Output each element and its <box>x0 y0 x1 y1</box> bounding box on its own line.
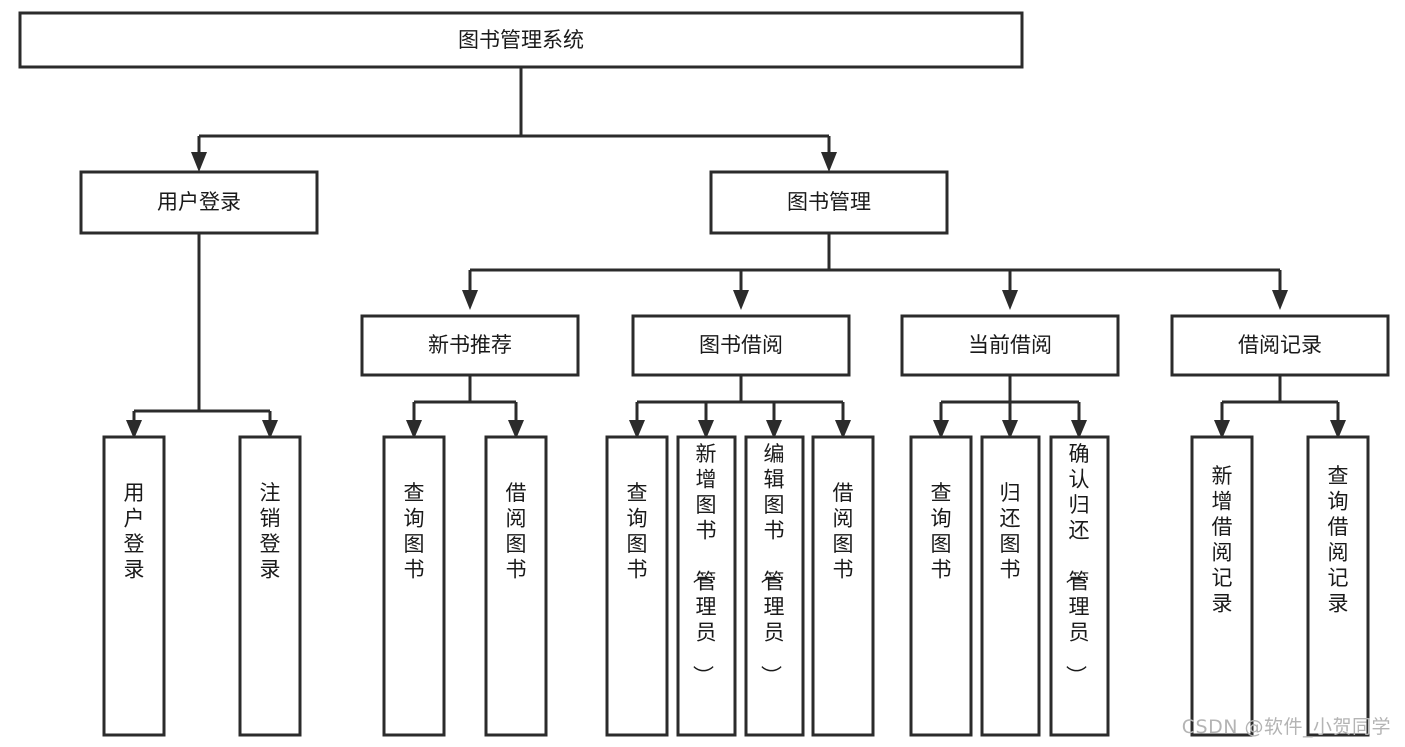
connector-layer <box>132 67 1340 424</box>
arrowhead-icon <box>629 420 645 439</box>
node-root[interactable]: 图书管理系统 <box>18 11 1024 69</box>
node-book-management-label: 图书管理 <box>787 190 871 214</box>
connector-bookborrow-to-bus <box>635 375 845 424</box>
leaf-query-book-3-label: 查询图书 <box>931 481 952 582</box>
node-book-borrow[interactable]: 图书借阅 <box>631 314 851 377</box>
arrowhead-icon <box>462 290 478 310</box>
leaf-borrow-book-1-label: 借阅图书 <box>506 481 527 582</box>
leaf-borrow-book-1-box[interactable] <box>484 435 548 737</box>
leaf-node[interactable]: 归还图书 <box>980 435 1041 737</box>
arrowhead-icon <box>933 420 949 439</box>
leaf-logout-box[interactable] <box>238 435 302 737</box>
arrowhead-icon <box>1330 420 1346 439</box>
node-new-book-recommend-box[interactable] <box>360 314 580 377</box>
node-user-login-label: 用户登录 <box>157 190 241 214</box>
connector-userlogin-to-bus <box>132 233 272 424</box>
node-borrow-record-label: 借阅记录 <box>1238 333 1322 357</box>
leaf-node[interactable]: 查询借阅记录 <box>1306 435 1370 737</box>
leaf-query-book-2-label: 查询图书 <box>627 481 648 582</box>
node-current-borrow-box[interactable] <box>900 314 1120 377</box>
leaf-node[interactable]: 确认归还（管理员） <box>1049 435 1110 737</box>
leaf-add-record-box[interactable] <box>1190 435 1254 737</box>
leaf-query-record-label: 查询借阅记录 <box>1328 464 1349 616</box>
leaf-user-login-box[interactable] <box>102 435 166 737</box>
node-new-book-recommend-label: 新书推荐 <box>428 333 512 357</box>
leaf-return-book-box[interactable] <box>980 435 1041 737</box>
leaf-node[interactable]: 借阅图书 <box>811 435 875 737</box>
node-user-login[interactable]: 用户登录 <box>79 170 319 235</box>
node-current-borrow-label: 当前借阅 <box>968 333 1052 357</box>
leaf-node[interactable]: 查询图书 <box>605 435 669 737</box>
connector-root-to-bus <box>197 67 831 158</box>
arrowhead-icon <box>1272 290 1288 310</box>
arrowhead-icon <box>1002 420 1018 439</box>
leaf-node[interactable]: 查询图书 <box>382 435 446 737</box>
node-root-label: 图书管理系统 <box>458 28 584 52</box>
arrowhead-icon <box>126 420 142 439</box>
arrowhead-icon <box>835 420 851 439</box>
node-book-management-box[interactable] <box>709 170 949 235</box>
leaf-add-book-label: 新增图书（管理员） <box>691 442 717 686</box>
leaf-query-record-box[interactable] <box>1306 435 1370 737</box>
leaf-borrow-book-2-box[interactable] <box>811 435 875 737</box>
arrowhead-icon <box>1002 290 1018 310</box>
arrowhead-icon <box>698 420 714 439</box>
node-new-book-recommend[interactable]: 新书推荐 <box>360 314 580 377</box>
leaf-node[interactable]: 查询图书 <box>909 435 973 737</box>
leaf-node[interactable]: 编辑图书（管理员） <box>744 435 805 737</box>
node-book-borrow-box[interactable] <box>631 314 851 377</box>
leaf-add-book-box[interactable] <box>676 435 737 737</box>
leaf-add-record-label: 新增借阅记录 <box>1212 464 1233 616</box>
arrowhead-icon <box>733 290 749 310</box>
leaf-query-book-1-label: 查询图书 <box>404 481 425 582</box>
arrowhead-icon <box>508 420 524 439</box>
leaf-logout-label: 注销登录 <box>260 481 281 582</box>
leaf-confirm-return-box[interactable] <box>1049 435 1110 737</box>
node-book-management[interactable]: 图书管理 <box>709 170 949 235</box>
leaf-query-book-2-box[interactable] <box>605 435 669 737</box>
arrowhead-icon <box>262 420 278 439</box>
arrowhead-icon <box>406 420 422 439</box>
leaf-node[interactable]: 新增图书（管理员） <box>676 435 737 737</box>
leaf-query-book-1-box[interactable] <box>382 435 446 737</box>
leaf-edit-book-box[interactable] <box>744 435 805 737</box>
connector-bookmgmt-to-bus <box>468 233 1282 296</box>
node-current-borrow[interactable]: 当前借阅 <box>900 314 1120 377</box>
arrowhead-layer <box>126 152 1346 439</box>
arrowhead-icon <box>821 152 837 172</box>
leaf-query-book-3-box[interactable] <box>909 435 973 737</box>
leaf-confirm-return-label: 确认归还（管理员） <box>1064 442 1090 686</box>
leaf-node[interactable]: 用户登录 <box>102 435 166 737</box>
leaf-return-book-label: 归还图书 <box>1000 481 1021 582</box>
arrowhead-icon <box>766 420 782 439</box>
csdn-watermark: CSDN @软件_小贺同学 <box>1181 716 1391 738</box>
connector-currentborrow-to-bus <box>939 375 1081 424</box>
arrowhead-icon <box>1071 420 1087 439</box>
arrowhead-icon <box>191 152 207 172</box>
leaf-edit-book-label: 编辑图书（管理员） <box>759 442 785 686</box>
leaf-node[interactable]: 注销登录 <box>238 435 302 737</box>
leaf-node[interactable]: 新增借阅记录 <box>1190 435 1254 737</box>
leaf-node[interactable]: 借阅图书 <box>484 435 548 737</box>
leaf-borrow-book-2-label: 借阅图书 <box>833 481 854 582</box>
node-root-box[interactable] <box>18 11 1024 69</box>
connector-newbook-to-bus <box>412 375 518 424</box>
node-borrow-record[interactable]: 借阅记录 <box>1170 314 1390 377</box>
connector-borrowrecord-to-bus <box>1220 375 1340 424</box>
node-borrow-record-box[interactable] <box>1170 314 1390 377</box>
node-user-login-box[interactable] <box>79 170 319 235</box>
leaf-user-login-label: 用户登录 <box>124 481 145 582</box>
node-book-borrow-label: 图书借阅 <box>699 333 783 357</box>
arrowhead-icon <box>1214 420 1230 439</box>
